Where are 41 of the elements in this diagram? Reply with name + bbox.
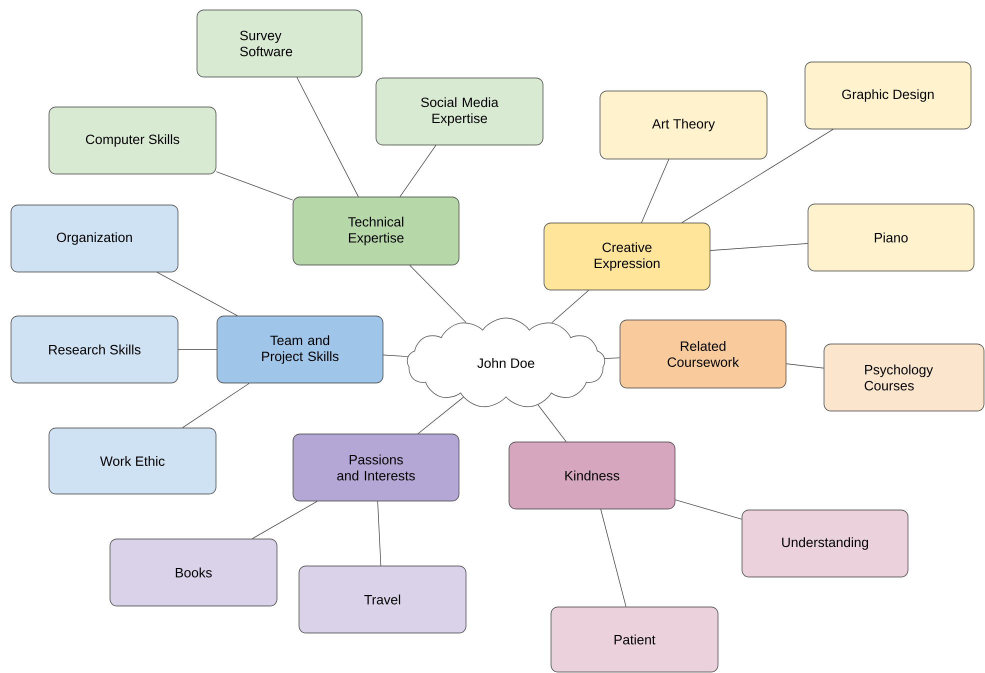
connector-line (551, 290, 589, 324)
topic-box: Survey Software (196, 10, 362, 78)
connector-line (538, 404, 566, 442)
connector-line (182, 383, 250, 428)
topic-box: Kindness (508, 442, 676, 510)
central-cloud: John Doe (406, 318, 606, 408)
topic-box: Patient (550, 606, 718, 672)
connector-line (600, 509, 626, 607)
topic-box: Art Theory (600, 90, 768, 160)
connector-line (400, 145, 436, 197)
topic-box: Team and Project Skills (216, 316, 384, 384)
topic-box: Computer Skills (48, 106, 216, 174)
topic-box: Research Skills (10, 316, 178, 384)
connector-line (178, 349, 217, 350)
topic-box: Related Coursework (620, 320, 786, 388)
topic-box: Travel (298, 566, 466, 634)
connector-line (383, 354, 408, 357)
connector-line (296, 77, 359, 197)
topic-box: Work Ethic (48, 428, 216, 494)
topic-box: Passions and Interests (292, 434, 460, 502)
connector-line (682, 129, 834, 223)
connector-line (156, 272, 238, 316)
topic-box: Understanding (742, 510, 908, 578)
connector-line (409, 265, 466, 323)
topic-box: Creative Expression (544, 222, 710, 290)
connector-line (675, 499, 742, 520)
topic-box: Social Media Expertise (376, 78, 544, 146)
connector-line (418, 396, 464, 434)
connector-line (604, 357, 620, 359)
connector-line (252, 501, 318, 539)
connector-line (786, 363, 824, 368)
topic-box: Technical Expertise (292, 196, 460, 266)
topic-box: Psychology Courses (824, 344, 984, 412)
topic-box: Books (110, 538, 278, 606)
connector-line (377, 501, 382, 566)
topic-box: Piano (808, 204, 974, 272)
connector-line (641, 159, 670, 223)
connector-line (216, 171, 293, 200)
topic-box: Organization (10, 204, 178, 272)
topic-box: Graphic Design (804, 62, 972, 130)
connector-line (710, 243, 808, 251)
